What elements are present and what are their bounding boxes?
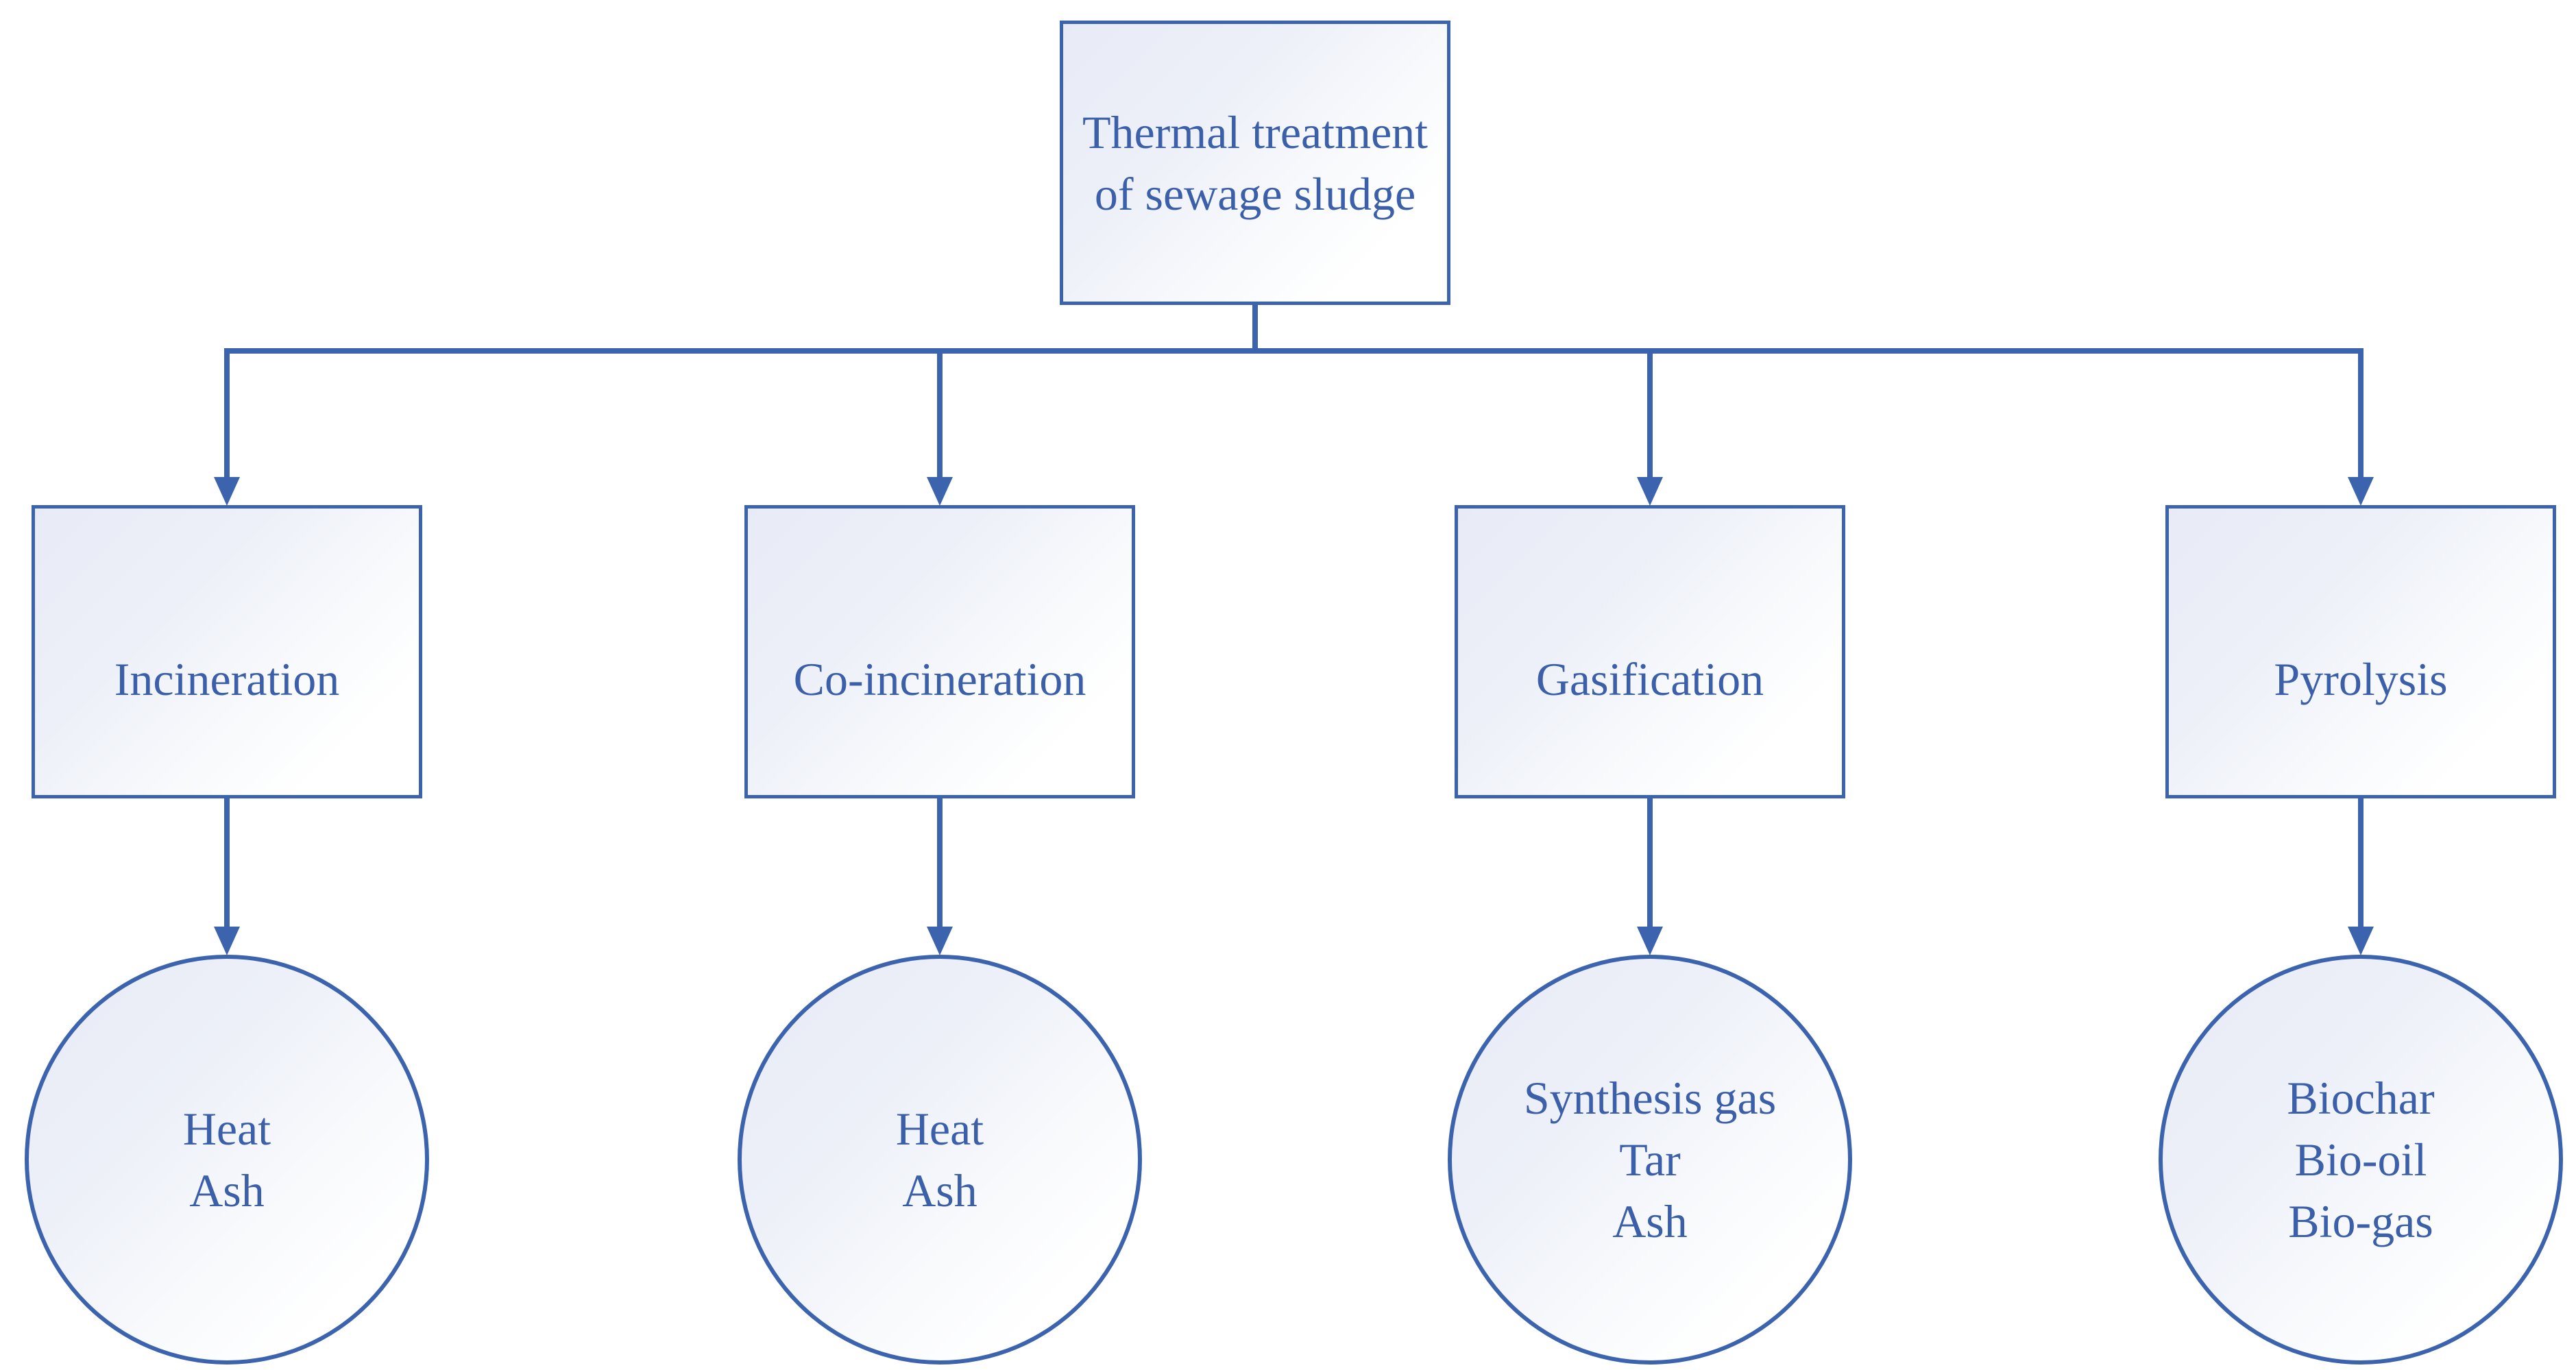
output-text: Bio-gas [2288,1195,2433,1247]
node-pyrolysis: Pyrolysis [2165,505,2556,798]
branch-4-process-text: Pyrolysis [2274,653,2448,705]
node-outputs-incineration: Heat Ash [25,955,429,1365]
output-text: Bio-oil [2294,1134,2427,1186]
branch-2-process-text: Co-incineration [793,653,1086,705]
node-incineration: Incineration [32,505,422,798]
node-pyrolysis-label: Pyrolysis [2169,509,2553,795]
node-thermal-treatment: Thermal treatment of sewage sludge [1060,21,1450,305]
connector-output-3 [1647,798,1653,929]
connector-trunk [224,348,2364,354]
node-outputs-incineration-label: Heat Ash [29,959,425,1360]
connector-output-2 [937,798,943,929]
arrow-down-icon-branch-2 [927,477,953,506]
output-text: Biochar [2287,1072,2435,1124]
output-text: Ash [1612,1195,1688,1247]
connector-branch-3 [1647,351,1653,480]
node-outputs-gasification: Synthesis gas Tar Ash [1448,955,1852,1365]
branch-3-process-text: Gasification [1535,653,1764,705]
output-text: Heat [182,1103,271,1155]
node-gasification: Gasification [1455,505,1845,798]
arrow-down-icon-output-1 [214,927,240,955]
node-incineration-label: Incineration [35,509,419,795]
node-outputs-co-incineration: Heat Ash [738,955,1142,1365]
node-gasification-label: Gasification [1458,509,1842,795]
arrow-down-icon-branch-3 [1637,477,1663,506]
arrow-down-icon-output-3 [1637,927,1663,955]
connector-output-1 [224,798,230,929]
root-label-line1: Thermal treatment [1082,106,1429,158]
root-label-line2: of sewage sludge [1094,167,1416,220]
connector-branch-1 [224,351,230,480]
output-text: Ash [902,1164,977,1216]
output-text: Synthesis gas [1523,1072,1777,1124]
arrow-down-icon-branch-4 [2348,477,2374,506]
node-thermal-treatment-label: Thermal treatment of sewage sludge [1063,24,1447,302]
branch-1-process-text: Incineration [114,653,340,705]
output-text: Tar [1619,1134,1681,1186]
node-co-incineration-label: Co-incineration [748,509,1132,795]
arrow-down-icon-output-2 [927,927,953,955]
connector-root-stub [1252,302,1258,354]
output-text: Ash [189,1164,265,1216]
arrow-down-icon-branch-1 [214,477,240,506]
node-outputs-pyrolysis-label: Biochar Bio-oil Bio-gas [2163,959,2559,1360]
arrow-down-icon-output-4 [2348,927,2374,955]
node-co-incineration: Co-incineration [744,505,1135,798]
node-outputs-co-incineration-label: Heat Ash [742,959,1138,1360]
node-outputs-pyrolysis: Biochar Bio-oil Bio-gas [2159,955,2563,1365]
output-text: Heat [895,1103,984,1155]
connector-output-4 [2358,798,2364,929]
connector-branch-2 [937,351,943,480]
node-outputs-gasification-label: Synthesis gas Tar Ash [1452,959,1848,1360]
connector-branch-4 [2358,351,2364,480]
